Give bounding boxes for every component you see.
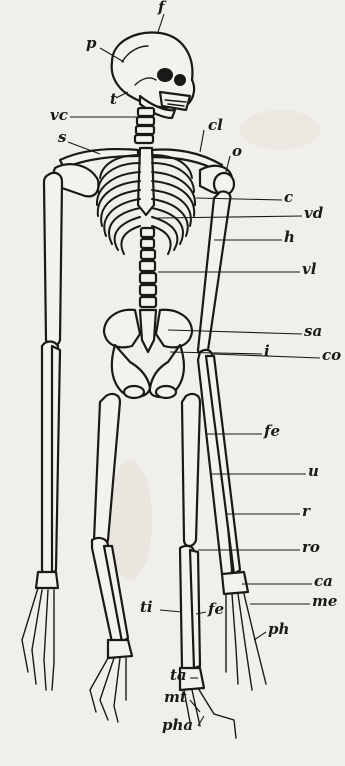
label-f: f	[158, 0, 164, 15]
label-u: u	[308, 464, 319, 479]
label-sa: sa	[304, 324, 322, 339]
label-co: co	[322, 348, 341, 363]
label-p: p	[86, 36, 97, 51]
label-ti: ti	[140, 600, 153, 615]
label-vc: vc	[50, 108, 68, 123]
label-fe-upper: fe	[264, 424, 280, 439]
label-me: me	[312, 594, 337, 609]
pelvis	[104, 310, 192, 398]
label-h: h	[284, 230, 295, 245]
label-vl: vl	[302, 262, 316, 277]
label-ca: ca	[314, 574, 333, 589]
label-c: c	[284, 190, 293, 205]
label-fe-lower: fe	[208, 602, 224, 617]
label-ro: ro	[302, 540, 320, 555]
left-arm	[22, 173, 62, 690]
label-mt: mt	[164, 690, 187, 705]
label-r: r	[302, 504, 310, 519]
label-cl: cl	[208, 118, 223, 133]
spine	[140, 228, 156, 307]
label-s: s	[58, 130, 66, 145]
cervical-vertebrae	[135, 108, 154, 143]
label-t: t	[110, 92, 117, 107]
skull	[112, 33, 194, 118]
label-vd: vd	[304, 206, 323, 221]
label-i: i	[264, 344, 270, 359]
label-pha: pha	[162, 718, 193, 733]
label-ta: ta	[170, 668, 187, 683]
label-ph: ph	[268, 622, 289, 637]
label-o: o	[232, 144, 242, 159]
